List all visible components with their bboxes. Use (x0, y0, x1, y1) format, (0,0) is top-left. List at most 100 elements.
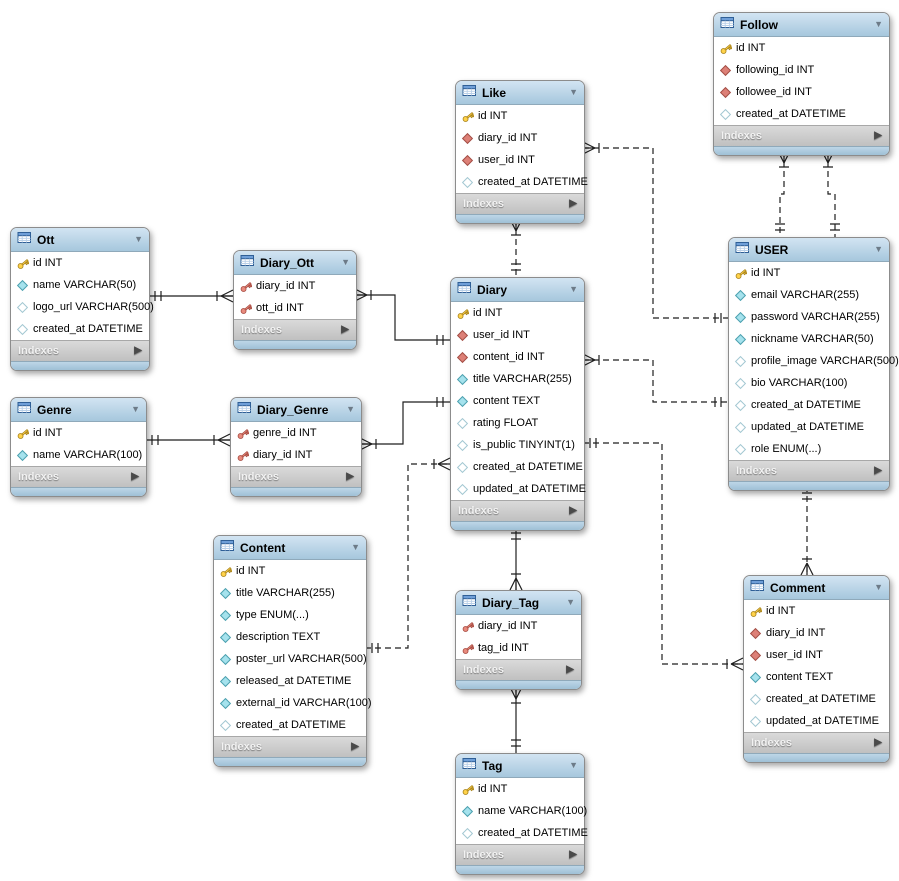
relationship-Diary-USER[interactable] (582, 353, 728, 407)
relationship-Diary_Tag-Tag[interactable] (509, 686, 523, 753)
column-row[interactable]: poster_url VARCHAR(500) (214, 648, 367, 670)
column-row[interactable]: id INT (456, 105, 584, 127)
expand-arrow-icon[interactable]: ▶ (346, 471, 354, 482)
table-header[interactable]: Ott▼ (11, 228, 149, 252)
column-row[interactable]: user_id INT (456, 149, 584, 171)
collapse-triangle-icon[interactable]: ▼ (134, 234, 143, 244)
indexes-bar[interactable]: Indexes▶ (234, 319, 356, 340)
table-header[interactable]: Diary_Ott▼ (234, 251, 356, 275)
column-row[interactable]: email VARCHAR(255) (729, 284, 889, 306)
collapse-triangle-icon[interactable]: ▼ (569, 87, 578, 97)
column-row[interactable]: rating FLOAT (451, 412, 584, 434)
relationship-Diary-Diary_Tag[interactable] (509, 526, 523, 591)
collapse-triangle-icon[interactable]: ▼ (346, 404, 355, 414)
collapse-triangle-icon[interactable]: ▼ (569, 760, 578, 770)
expand-arrow-icon[interactable]: ▶ (341, 324, 349, 335)
column-row[interactable]: content TEXT (744, 666, 889, 688)
indexes-bar[interactable]: Indexes▶ (456, 193, 584, 214)
column-row[interactable]: type ENUM(...) (214, 604, 366, 626)
collapse-triangle-icon[interactable]: ▼ (874, 244, 883, 254)
column-row[interactable]: ott_id INT (234, 297, 356, 319)
column-row[interactable]: updated_at DATETIME (729, 416, 889, 438)
column-row[interactable]: password VARCHAR(255) (729, 306, 889, 328)
indexes-bar[interactable]: Indexes▶ (231, 466, 361, 487)
column-row[interactable]: genre_id INT (231, 422, 361, 444)
table-header[interactable]: Follow▼ (714, 13, 889, 37)
indexes-bar[interactable]: Indexes▶ (11, 466, 146, 487)
column-row[interactable]: created_at DATETIME (744, 688, 889, 710)
column-row[interactable]: id INT (451, 302, 584, 324)
relationship-Content-Diary[interactable] (365, 457, 451, 653)
relationship-Follow-USER[interactable] (821, 150, 840, 237)
column-row[interactable]: diary_id INT (456, 127, 584, 149)
collapse-triangle-icon[interactable]: ▼ (351, 542, 360, 552)
column-row[interactable]: bio VARCHAR(100) (729, 372, 889, 394)
column-row[interactable]: name VARCHAR(50) (11, 274, 149, 296)
table-header[interactable]: USER▼ (729, 238, 889, 262)
table-header[interactable]: Like▼ (456, 81, 584, 105)
relationship-Ott-Diary_Ott[interactable] (148, 289, 234, 303)
indexes-bar[interactable]: Indexes▶ (729, 460, 889, 481)
column-row[interactable]: diary_id INT (231, 444, 361, 466)
relationship-Like-USER[interactable] (582, 141, 728, 323)
column-row[interactable]: logo_url VARCHAR(500) (11, 296, 154, 318)
column-row[interactable]: updated_at DATETIME (744, 710, 889, 732)
expand-arrow-icon[interactable]: ▶ (134, 345, 142, 356)
column-row[interactable]: created_at DATETIME (456, 822, 588, 844)
expand-arrow-icon[interactable]: ▶ (874, 465, 882, 476)
expand-arrow-icon[interactable]: ▶ (569, 505, 577, 516)
column-row[interactable]: id INT (714, 37, 889, 59)
table-header[interactable]: Content▼ (214, 536, 366, 560)
column-row[interactable]: content TEXT (451, 390, 584, 412)
expand-arrow-icon[interactable]: ▶ (131, 471, 139, 482)
column-row[interactable]: profile_image VARCHAR(500) (729, 350, 899, 372)
column-row[interactable]: name VARCHAR(100) (456, 800, 587, 822)
table-header[interactable]: Diary_Tag▼ (456, 591, 581, 615)
column-row[interactable]: external_id VARCHAR(100) (214, 692, 372, 714)
column-row[interactable]: created_at DATETIME (456, 171, 588, 193)
indexes-bar[interactable]: Indexes▶ (714, 125, 889, 146)
column-row[interactable]: created_at DATETIME (729, 394, 889, 416)
collapse-triangle-icon[interactable]: ▼ (874, 582, 883, 592)
column-row[interactable]: user_id INT (744, 644, 889, 666)
column-row[interactable]: description TEXT (214, 626, 366, 648)
column-row[interactable]: user_id INT (451, 324, 584, 346)
column-row[interactable]: id INT (456, 778, 584, 800)
column-row[interactable]: id INT (214, 560, 366, 582)
column-row[interactable]: following_id INT (714, 59, 889, 81)
relationship-Diary_Genre-Diary[interactable] (359, 397, 450, 451)
relationship-Diary-Comment[interactable] (583, 438, 744, 671)
column-row[interactable]: released_at DATETIME (214, 670, 366, 692)
relationship-Diary_Ott-Diary[interactable] (354, 288, 450, 345)
column-row[interactable]: nickname VARCHAR(50) (729, 328, 889, 350)
expand-arrow-icon[interactable]: ▶ (351, 741, 359, 752)
column-row[interactable]: id INT (11, 252, 149, 274)
column-row[interactable]: name VARCHAR(100) (11, 444, 146, 466)
column-row[interactable]: created_at DATETIME (11, 318, 149, 340)
column-row[interactable]: role ENUM(...) (729, 438, 889, 460)
collapse-triangle-icon[interactable]: ▼ (874, 19, 883, 29)
indexes-bar[interactable]: Indexes▶ (451, 500, 584, 521)
indexes-bar[interactable]: Indexes▶ (456, 659, 581, 680)
expand-arrow-icon[interactable]: ▶ (569, 198, 577, 209)
relationship-Like-Diary[interactable] (509, 218, 523, 277)
indexes-bar[interactable]: Indexes▶ (456, 844, 584, 865)
expand-arrow-icon[interactable]: ▶ (874, 130, 882, 141)
expand-arrow-icon[interactable]: ▶ (569, 849, 577, 860)
table-header[interactable]: Genre▼ (11, 398, 146, 422)
table-header[interactable]: Tag▼ (456, 754, 584, 778)
column-row[interactable]: content_id INT (451, 346, 584, 368)
column-row[interactable]: diary_id INT (744, 622, 889, 644)
column-row[interactable]: id INT (11, 422, 146, 444)
